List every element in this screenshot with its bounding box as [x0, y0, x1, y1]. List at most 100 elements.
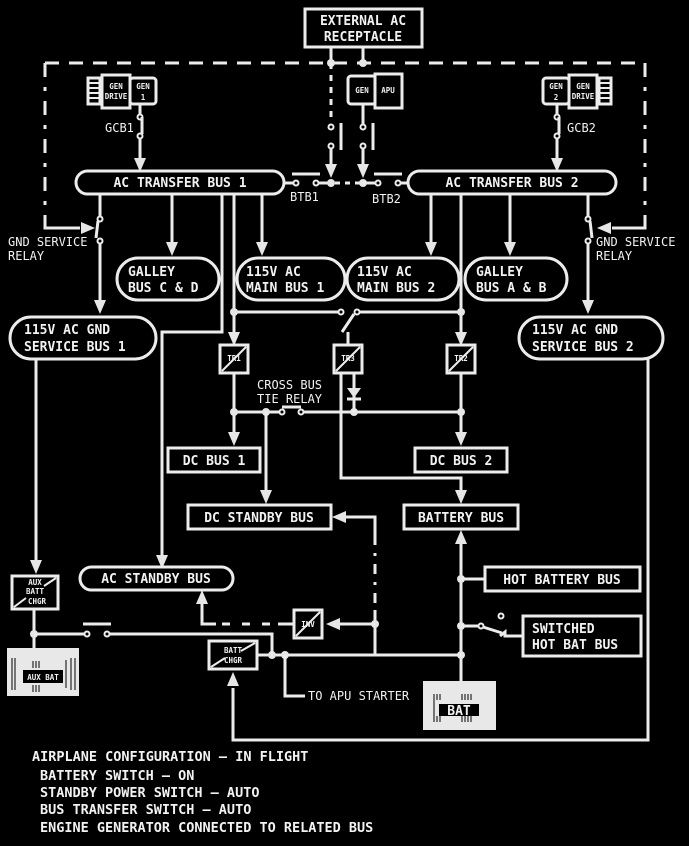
- gen-drive-1-fins: [86, 76, 102, 106]
- svg-text:BUS TRANSFER SWITCH – AUTO: BUS TRANSFER SWITCH – AUTO: [40, 802, 251, 818]
- tr1: TR1: [218, 343, 250, 375]
- svg-text:GALLEY: GALLEY: [128, 265, 175, 280]
- svg-text:TR3: TR3: [341, 354, 355, 363]
- ac-standby-bus: AC STANDBY BUS: [78, 565, 235, 592]
- svg-text:AUX BAT: AUX BAT: [27, 673, 59, 682]
- svg-text:GEN: GEN: [109, 82, 123, 91]
- svg-text:CHGR: CHGR: [224, 656, 243, 665]
- cross-bus-tie: CROSS BUS TIE RELAY: [228, 373, 467, 504]
- gnd-service-relay-1: GND SERVICE RELAY: [8, 194, 106, 314]
- external-ac-receptacle: EXTERNAL AC RECEPTACLE: [303, 7, 424, 120]
- svg-text:GND SERVICE: GND SERVICE: [8, 235, 87, 249]
- svg-text:BTB1: BTB1: [290, 190, 319, 204]
- battery-bus: BATTERY BUS: [402, 503, 520, 531]
- svg-text:BATTERY SWITCH – ON: BATTERY SWITCH – ON: [40, 768, 194, 784]
- svg-text:DRIVE: DRIVE: [105, 92, 128, 101]
- svg-text:BUS C & D: BUS C & D: [128, 281, 199, 296]
- svg-text:AC TRANSFER BUS 1: AC TRANSFER BUS 1: [113, 176, 246, 191]
- svg-text:AC STANDBY BUS: AC STANDBY BUS: [101, 572, 211, 587]
- svg-text:SERVICE BUS 2: SERVICE BUS 2: [532, 340, 634, 355]
- generator-2: GEN 2 GEN DRIVE GCB2: [541, 73, 613, 172]
- svg-text:GEN: GEN: [136, 82, 150, 91]
- svg-text:115V AC: 115V AC: [357, 265, 412, 280]
- svg-text:115V AC: 115V AC: [246, 265, 301, 280]
- apu-generator: GEN APU: [325, 72, 404, 178]
- main-battery: BAT: [423, 681, 496, 730]
- ac-transfer-bus-2: AC TRANSFER BUS 2: [406, 169, 618, 196]
- svg-text:TR2: TR2: [454, 354, 468, 363]
- svg-text:GALLEY: GALLEY: [476, 265, 523, 280]
- svg-text:AC TRANSFER BUS 2: AC TRANSFER BUS 2: [445, 176, 578, 191]
- dc-bus-1: DC BUS 1: [166, 446, 262, 474]
- svg-text:DC BUS 1: DC BUS 1: [183, 454, 246, 469]
- svg-text:MAIN BUS 2: MAIN BUS 2: [357, 281, 435, 296]
- generator-1: GEN DRIVE GEN 1 GCB1: [86, 73, 158, 172]
- svg-text:SERVICE BUS 1: SERVICE BUS 1: [24, 340, 126, 355]
- inverter: INV: [196, 590, 324, 640]
- svg-text:ENGINE GENERATOR CONNECTED TO: ENGINE GENERATOR CONNECTED TO RELATED BU…: [40, 820, 373, 836]
- svg-text:BUS A & B: BUS A & B: [476, 281, 547, 296]
- hot-battery-bus: HOT BATTERY BUS: [483, 565, 642, 593]
- svg-text:GCB2: GCB2: [567, 121, 596, 135]
- svg-text:TO APU STARTER: TO APU STARTER: [308, 689, 410, 703]
- svg-text:MAIN BUS 1: MAIN BUS 1: [246, 281, 324, 296]
- svg-text:BTB2: BTB2: [372, 192, 401, 206]
- svg-text:DRIVE: DRIVE: [572, 92, 595, 101]
- batt-charger-feed: [231, 359, 650, 742]
- svg-text:TR1: TR1: [227, 354, 241, 363]
- feed-ac-standby: [160, 194, 224, 555]
- tr3: TR3: [332, 343, 364, 375]
- standby-feeds: [326, 511, 379, 655]
- main-bus-2: 115V AC MAIN BUS 2: [345, 256, 461, 302]
- svg-text:GCB1: GCB1: [105, 121, 134, 135]
- svg-text:BAT: BAT: [447, 704, 471, 719]
- tr2: TR2: [445, 343, 477, 375]
- configuration-notes: AIRPLANE CONFIGURATION – IN FLIGHT BATTE…: [32, 749, 373, 836]
- svg-text:AUX: AUX: [28, 578, 42, 587]
- gnd-service-bus-1: 115V AC GND SERVICE BUS 1: [8, 315, 158, 361]
- dc-bus-2: DC BUS 2: [413, 446, 509, 474]
- svg-text:HOT BATTERY BUS: HOT BATTERY BUS: [503, 573, 621, 588]
- svg-text:CROSS BUS: CROSS BUS: [257, 378, 322, 392]
- aux-battery-path: AUX BATT CHGR: [10, 359, 274, 655]
- galley-bus-cd: GALLEY BUS C & D: [115, 256, 221, 302]
- gnd-service-bus-2: 115V AC GND SERVICE BUS 2: [517, 315, 665, 361]
- main-bus-1: 115V AC MAIN BUS 1: [235, 256, 347, 302]
- svg-text:DC BUS 2: DC BUS 2: [430, 454, 493, 469]
- svg-text:AIRPLANE CONFIGURATION – IN FL: AIRPLANE CONFIGURATION – IN FLIGHT: [32, 749, 308, 765]
- svg-text:GEN: GEN: [549, 82, 563, 91]
- svg-text:1: 1: [141, 93, 146, 102]
- bus-tie-breakers: BTB1 BTB2: [284, 172, 408, 206]
- svg-text:EXTERNAL AC: EXTERNAL AC: [320, 14, 406, 29]
- svg-text:CHGR: CHGR: [28, 597, 47, 606]
- svg-text:STANDBY POWER SWITCH – AUTO: STANDBY POWER SWITCH – AUTO: [40, 785, 259, 801]
- svg-text:RELAY: RELAY: [596, 249, 633, 263]
- svg-text:DC STANDBY BUS: DC STANDBY BUS: [204, 511, 314, 526]
- svg-text:TIE RELAY: TIE RELAY: [257, 392, 323, 406]
- svg-text:BATTERY BUS: BATTERY BUS: [418, 511, 504, 526]
- svg-text:HOT BAT BUS: HOT BAT BUS: [532, 638, 618, 653]
- battery-chain: [285, 530, 523, 684]
- aux-battery: AUX BAT: [7, 648, 79, 696]
- svg-text:115V AC GND: 115V AC GND: [532, 323, 618, 338]
- svg-text:RELAY: RELAY: [8, 249, 45, 263]
- svg-text:APU: APU: [381, 86, 395, 95]
- dc-standby-bus: DC STANDBY BUS: [186, 503, 333, 531]
- galley-bus-ab: GALLEY BUS A & B: [463, 256, 569, 302]
- switched-hot-bat-bus: SWITCHED HOT BAT BUS: [521, 614, 643, 658]
- svg-text:2: 2: [554, 93, 559, 102]
- battery-charger: BATT CHGR TO APU STARTER: [207, 639, 410, 703]
- svg-text:RECEPTACLE: RECEPTACLE: [324, 30, 402, 45]
- svg-text:BATT: BATT: [26, 587, 45, 596]
- svg-text:GEN: GEN: [355, 86, 369, 95]
- ac-transfer-bus-1: AC TRANSFER BUS 1: [74, 169, 286, 196]
- svg-text:GEN: GEN: [576, 82, 590, 91]
- external-power-loop: [43, 61, 647, 234]
- tr-feeds: [228, 308, 467, 346]
- svg-text:BATT: BATT: [224, 646, 243, 655]
- svg-text:115V AC GND: 115V AC GND: [24, 323, 110, 338]
- svg-text:SWITCHED: SWITCHED: [532, 622, 595, 637]
- svg-text:GND SERVICE: GND SERVICE: [596, 235, 675, 249]
- gnd-service-relay-2: GND SERVICE RELAY: [582, 194, 675, 314]
